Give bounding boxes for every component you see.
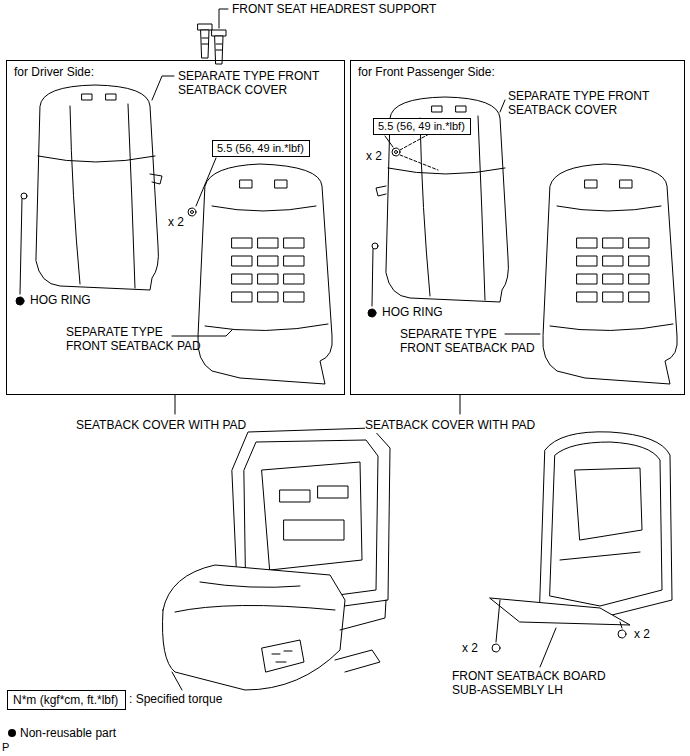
part-name: HOG RING — [30, 294, 91, 308]
non-reusable-mark — [16, 297, 24, 305]
torque-box: 5.5 (56, 49 in.*lbf) — [212, 140, 310, 157]
leader-line — [540, 628, 556, 667]
seatback-pad-drawing — [543, 164, 677, 384]
hog-ring — [21, 193, 27, 199]
part-name: FRONT SEATBACK BOARD SUB-ASSEMBLY LH — [452, 670, 622, 698]
seatback-cover-drawing — [376, 97, 508, 302]
part-name: FRONT SEAT HEADREST SUPPORT — [232, 3, 436, 17]
leader-line — [385, 136, 393, 147]
quantity: x 2 — [366, 150, 382, 164]
part-name: SEPARATE TYPE FRONT SEATBACK PAD — [66, 326, 206, 354]
legend-sample-box: N*m (kgf*cm, ft.*lbf) — [7, 690, 126, 710]
leader-line — [196, 158, 216, 206]
box-text: for Front Passenger Side: — [358, 66, 495, 80]
nut — [395, 151, 398, 154]
leader-line — [505, 334, 540, 335]
torque-box: 5.5 (56, 49 in.*lbf) — [373, 118, 471, 135]
page-code: P — [2, 741, 9, 754]
legend-entry: Non-reusable part — [7, 727, 116, 741]
quantity: x 2 — [634, 628, 650, 642]
quantity: x 2 — [462, 642, 478, 656]
bracket-line — [175, 395, 176, 414]
front-seat-drawing — [163, 428, 391, 690]
box-text: 5.5 (56, 49 in.*lbf) — [378, 120, 465, 133]
quantity: x 2 — [168, 216, 184, 230]
part-name: SEATBACK COVER WITH PAD — [365, 419, 535, 433]
part-name: SEPARATE TYPE FRONT SEATBACK PAD — [400, 328, 540, 356]
box-text: 5.5 (56, 49 in.*lbf) — [217, 142, 304, 155]
legend-text: Non-reusable part — [20, 727, 116, 741]
part-name: SEPARATE TYPE FRONT SEATBACK COVER — [508, 90, 658, 118]
seatback-board-drawing — [490, 432, 672, 667]
box-text: N*m (kgf*cm, ft.*lbf) — [13, 694, 118, 708]
leader-line — [20, 199, 22, 294]
leader-line — [172, 330, 232, 336]
part-name: SEATBACK COVER WITH PAD — [76, 419, 246, 433]
box-text: for Driver Side: — [14, 66, 94, 80]
non-reusable-mark — [368, 309, 376, 317]
bracket-line — [460, 395, 461, 414]
leader-line — [219, 9, 228, 28]
hog-ring — [372, 243, 378, 249]
part-name: HOG RING — [382, 306, 443, 320]
seatback-cover-drawing — [36, 85, 162, 290]
legend-text: : Specified torque — [129, 693, 222, 707]
nut — [188, 208, 196, 216]
headrest-support-drawing — [198, 9, 228, 64]
leader-line — [500, 100, 505, 112]
part-name: SEPARATE TYPE FRONT SEATBACK COVER — [178, 70, 328, 98]
leader-line — [372, 249, 373, 306]
leader-line — [152, 76, 174, 100]
nut — [191, 211, 194, 214]
legend-entry: : Specified torque — [129, 693, 222, 707]
non-reusable-mark — [7, 728, 17, 738]
seatback-pad-drawing — [198, 164, 332, 384]
nut — [392, 148, 400, 156]
